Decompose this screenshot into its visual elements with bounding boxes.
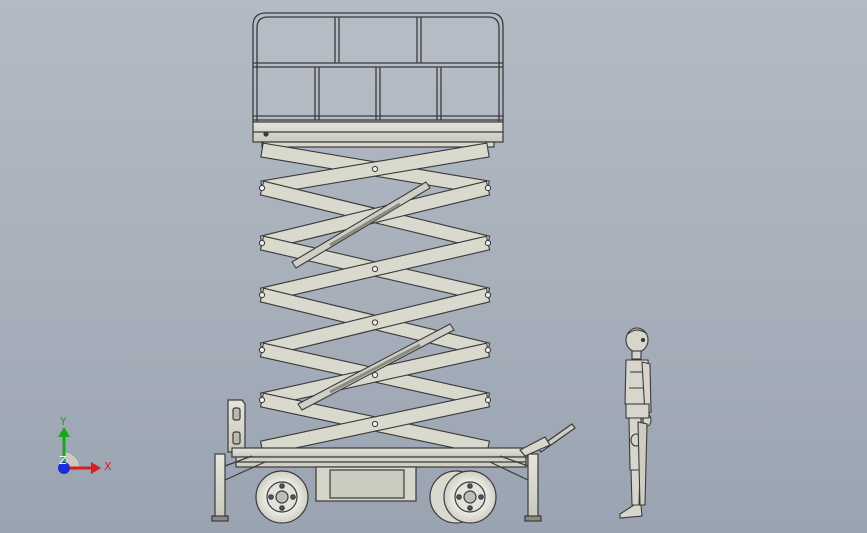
scissor-arms (258, 142, 492, 456)
pivot-pin (371, 319, 379, 326)
pivot-pin (484, 396, 492, 404)
pivot-pin (258, 184, 266, 192)
chassis (211, 399, 576, 522)
human-mannequin (619, 327, 652, 519)
pivot-pin (484, 239, 492, 247)
pivot-pin (484, 346, 492, 354)
pivot-pin (371, 265, 379, 273)
platform-deck (252, 121, 504, 148)
x-axis-label: X (104, 460, 112, 473)
z-axis-label: Z (59, 454, 67, 467)
z-axis-dot (58, 462, 70, 474)
pivot-pin (258, 291, 266, 299)
platform-guardrail (252, 12, 504, 122)
pivot-pin (371, 165, 379, 173)
pivot-pin (258, 346, 266, 354)
orientation-triad: Y X Z (58, 415, 112, 474)
pivot-pin (371, 420, 379, 428)
y-axis-label: Y (59, 415, 67, 428)
pivot-pin (484, 291, 492, 299)
pivot-pin (258, 239, 266, 247)
pivot-pin (258, 396, 266, 404)
wheel-left (255, 470, 309, 524)
wheel-right (429, 470, 497, 524)
pivot-pin (484, 184, 492, 192)
x-axis-arrowhead (91, 462, 101, 474)
y-axis-arrowhead (58, 427, 70, 437)
hydraulic-cylinders (291, 181, 455, 411)
pivot-pin (371, 371, 379, 379)
